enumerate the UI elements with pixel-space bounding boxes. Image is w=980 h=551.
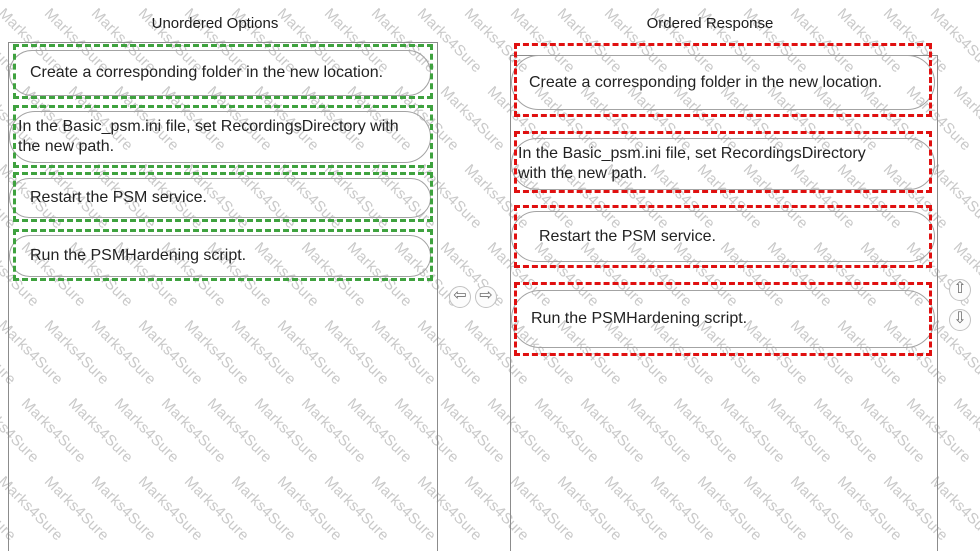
ordered-slot[interactable] (514, 205, 932, 268)
left-arrow-icon: ⇦ (453, 287, 467, 304)
move-up-button[interactable]: ⇧ (949, 279, 971, 301)
unordered-options-panel (8, 42, 438, 551)
option-label: Run the PSMHardening script. (30, 247, 247, 264)
option-label: Restart the PSM service. (30, 189, 207, 206)
unordered-slot[interactable] (13, 229, 433, 281)
response-pill[interactable]: Create a corresponding folder in the new… (511, 55, 935, 110)
response-label: In the Basic_psm.ini file, set Recording… (518, 145, 866, 182)
option-label: In the Basic_psm.ini file, set Recording… (18, 118, 399, 155)
response-label: Create a corresponding folder in the new… (529, 73, 883, 91)
option-pill[interactable]: In the Basic_psm.ini file, set Recording… (9, 111, 431, 163)
ordered-response-title: Ordered Response (646, 15, 774, 32)
unordered-slot[interactable] (13, 105, 433, 168)
down-arrow-icon: ⇩ (953, 310, 967, 327)
option-label: Create a corresponding folder in the new… (30, 64, 384, 81)
move-right-button[interactable]: ⇨ (475, 286, 497, 308)
response-pill[interactable]: Restart the PSM service. (511, 211, 935, 262)
response-label: Run the PSMHardening script. (531, 310, 748, 327)
up-arrow-icon: ⇧ (953, 280, 967, 297)
ordered-slot[interactable] (514, 43, 932, 117)
move-down-button[interactable]: ⇩ (949, 309, 971, 331)
response-pill[interactable]: Run the PSMHardening script. (511, 290, 935, 348)
unordered-slot[interactable] (13, 172, 433, 222)
unordered-slot[interactable] (13, 44, 433, 99)
ordered-slot[interactable] (514, 282, 932, 356)
response-pill[interactable]: In the Basic_psm.ini file, set Recording… (511, 138, 935, 190)
response-label: Restart the PSM service. (539, 227, 716, 245)
right-arrow-icon: ⇨ (479, 287, 493, 304)
unordered-options-title: Unordered Options (151, 15, 279, 32)
move-left-button[interactable]: ⇦ (449, 286, 471, 308)
ordered-slot[interactable] (514, 131, 932, 193)
